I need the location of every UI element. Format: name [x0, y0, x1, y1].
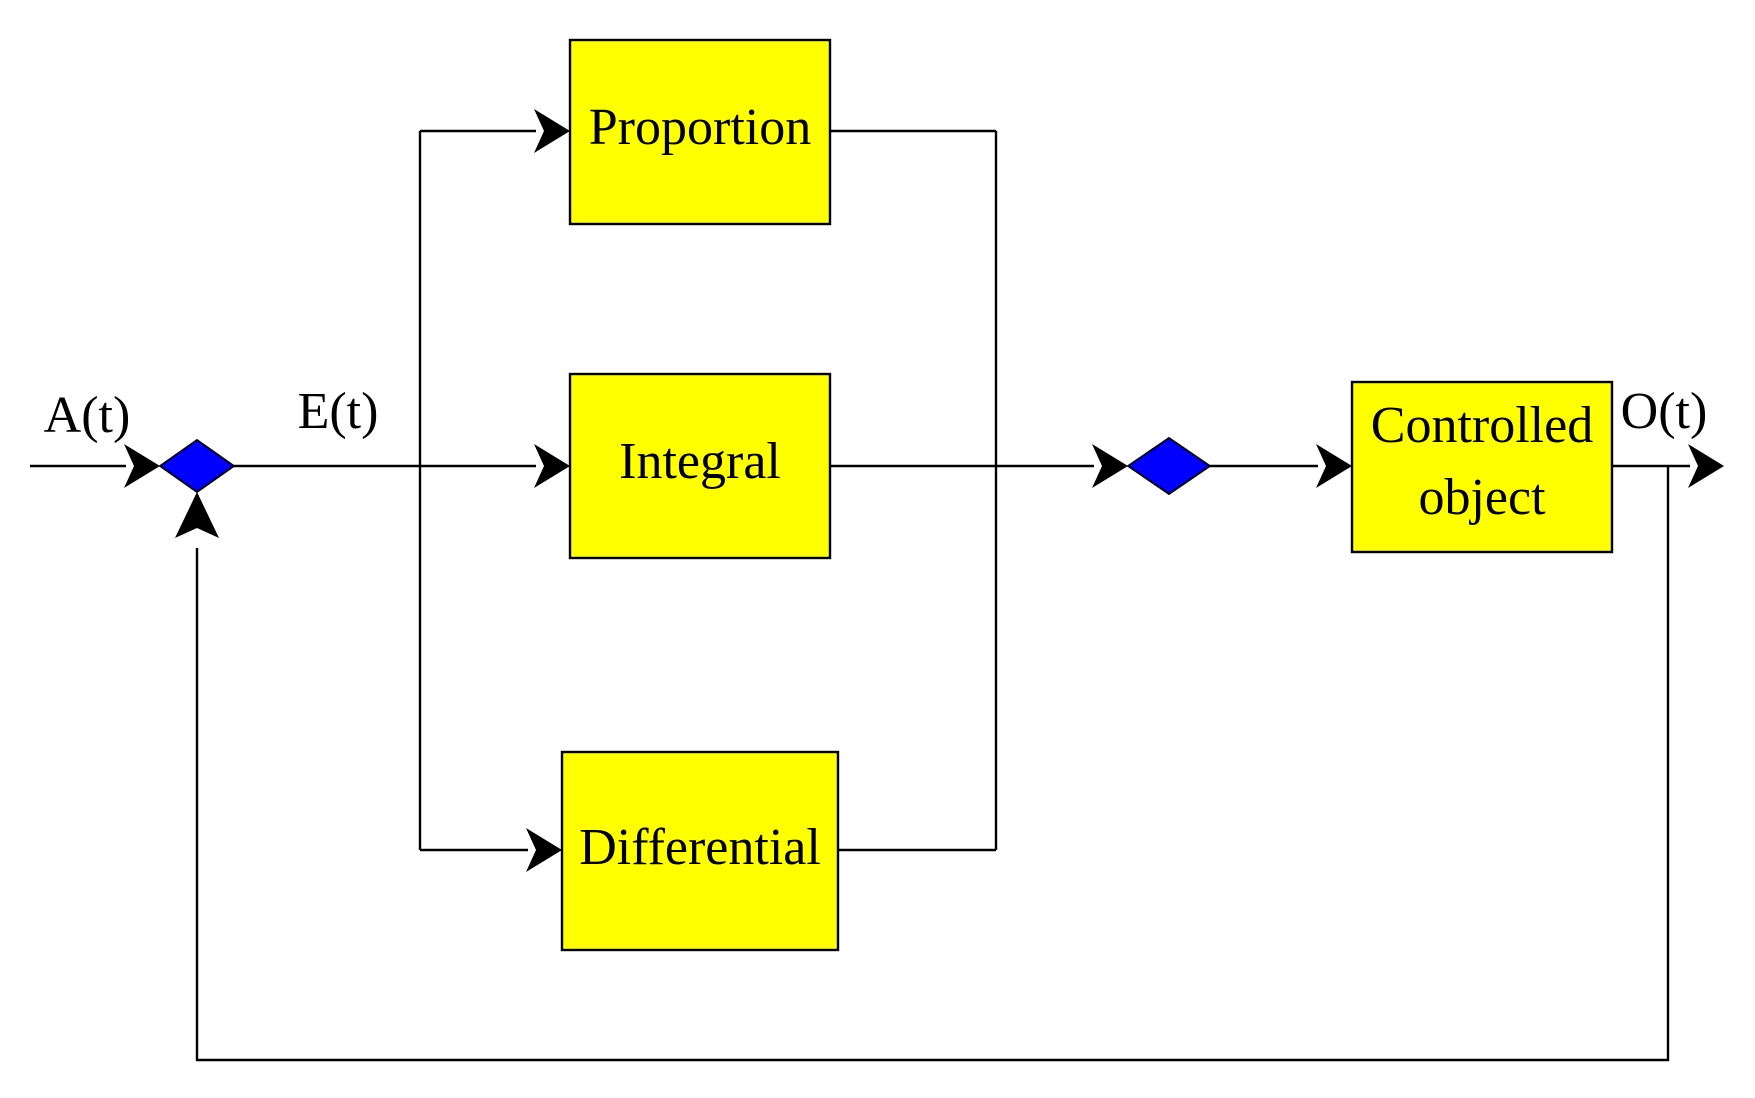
feedback-arrowhead: [175, 492, 219, 538]
controlled-object-block: [1350, 380, 1614, 554]
integral-label: Integral: [619, 433, 781, 490]
proportion-arrowhead: [534, 109, 570, 153]
output-signal-label: O(t): [1621, 383, 1708, 440]
controlled-object-label-line1: Controlled: [1371, 397, 1593, 454]
junctions: [158, 436, 1212, 496]
differential-label: Differential: [579, 819, 821, 876]
controlled-object-label-line2: object: [1418, 469, 1546, 526]
control-summing-junction: [1126, 436, 1212, 496]
block-labels: Proportion Integral Differential Control…: [579, 99, 1593, 876]
plant-arrowhead: [1316, 444, 1352, 488]
sum-arrowhead: [1092, 444, 1128, 488]
integral-block: [568, 372, 832, 560]
output-arrowhead: [1688, 444, 1724, 488]
input-arrowhead: [124, 444, 160, 488]
wires: [30, 129, 1690, 1062]
differential-arrowhead: [526, 828, 562, 872]
integral-arrowhead: [534, 444, 570, 488]
signal-labels: A(t) E(t) O(t): [44, 383, 1708, 444]
input-signal-label: A(t): [44, 387, 131, 444]
error-summing-junction: [158, 438, 236, 494]
blocks: [560, 38, 1614, 952]
arrowheads: [124, 109, 1724, 872]
proportion-label: Proportion: [589, 99, 811, 156]
error-signal-label: E(t): [298, 383, 379, 440]
differential-block: [560, 750, 840, 952]
proportion-block: [568, 38, 832, 226]
feedback-wire: [195, 466, 1670, 1062]
